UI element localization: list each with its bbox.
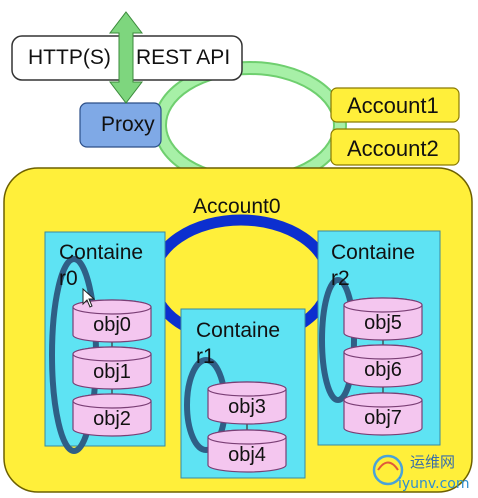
watermark-url: iyunv.com <box>398 476 470 492</box>
http-label: HTTP(S) <box>28 46 111 69</box>
object-label: obj4 <box>228 444 266 466</box>
proxy-box <box>79 102 162 148</box>
proxy-label: Proxy <box>101 113 155 136</box>
object-cylinder-top <box>207 381 287 397</box>
object-label: obj5 <box>364 312 402 334</box>
object-cylinder-top <box>343 297 423 313</box>
object-label: obj2 <box>93 408 131 430</box>
container2-loop <box>319 277 357 403</box>
rest-api-label: REST API <box>136 46 231 69</box>
object-label: obj7 <box>364 407 402 429</box>
account2-label: Account2 <box>347 136 439 161</box>
container1-title-2: r1 <box>196 345 215 368</box>
object-label: obj3 <box>228 396 266 418</box>
object-label: obj6 <box>364 359 402 381</box>
object-cylinder-top <box>72 393 152 409</box>
object-cylinder-top <box>72 299 152 315</box>
account2-box <box>330 128 460 166</box>
object-label: obj0 <box>93 314 131 336</box>
container2-title: Containe <box>331 241 416 264</box>
object-cylinder-top <box>343 392 423 408</box>
object-cylinder-top <box>343 344 423 360</box>
object-label: obj1 <box>93 361 131 383</box>
object-cylinder-top <box>72 346 152 362</box>
container1-title: Containe <box>196 319 281 342</box>
container0-title-2: r0 <box>59 267 78 290</box>
container2-title-2: r2 <box>331 267 350 290</box>
green-ring-inner <box>155 63 345 187</box>
account1-label: Account1 <box>347 93 439 118</box>
object-cylinder-top <box>207 429 287 445</box>
account0-label: Account0 <box>193 195 281 218</box>
container0-title: Containe <box>59 241 144 264</box>
double-arrow-icon <box>108 11 144 104</box>
account1-box <box>330 87 460 123</box>
mouse-cursor-icon <box>82 287 96 308</box>
watermark-logo-icon <box>372 454 404 486</box>
watermark-cn: 运维网 <box>410 453 456 471</box>
